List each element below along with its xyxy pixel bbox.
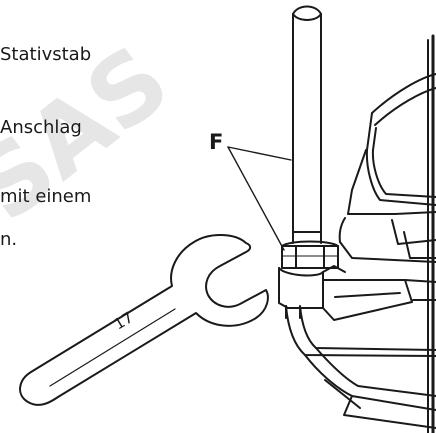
- callout-leader-lines: [227, 146, 292, 251]
- hex-nut: [281, 240, 339, 269]
- machine-body: [285, 34, 436, 433]
- instruction-line-3: mit einem: [0, 186, 92, 207]
- instruction-line-2: Anschlag: [0, 117, 82, 138]
- wrench-size-marking: 17: [111, 308, 137, 333]
- instruction-line-4: n.: [0, 229, 18, 250]
- clamp-bracket: [278, 265, 413, 321]
- wrench: 17: [19, 234, 269, 406]
- instruction-line-1: Stativstab: [0, 44, 92, 65]
- callout-label-f: F: [209, 130, 224, 154]
- stand-rod: [292, 5, 322, 244]
